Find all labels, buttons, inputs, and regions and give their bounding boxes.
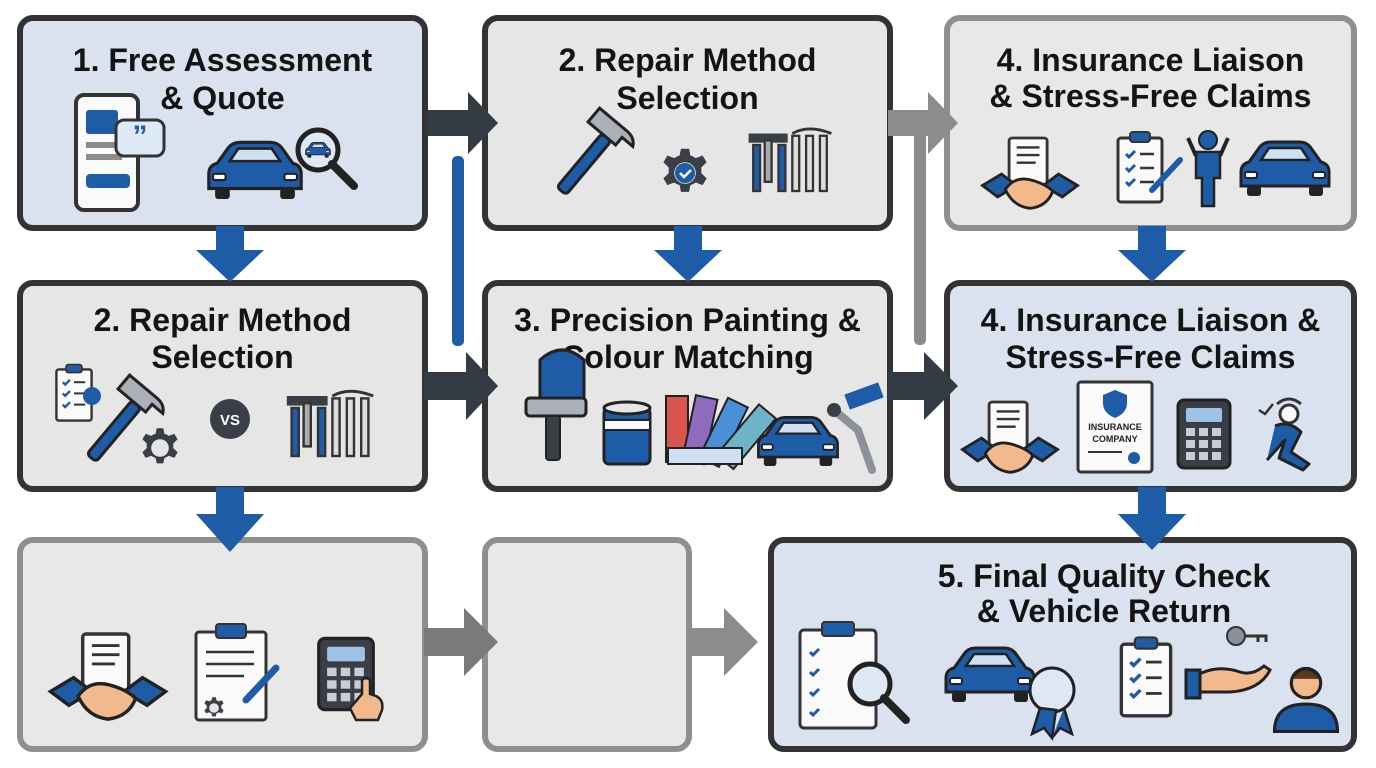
step-4-top-title: 4. Insurance Liaison [996,42,1305,78]
step-3-title: 3. Precision Painting & [514,302,861,338]
connector-grey-vertical [914,130,926,345]
insurance-certificate-icon: INSURANCE COMPANY [1076,380,1154,474]
arrow-bottom-left-to-middle [424,608,498,676]
tools-set-icon [747,127,833,193]
arrow-middle-to-step-5 [688,608,758,676]
calculator-hand-icon [317,636,384,722]
arrow-1-down [196,226,264,282]
person-icon [1272,666,1340,733]
step-1-title: 1. Free Assessment [72,42,373,78]
step-3-subtitle: Colour Matching [561,339,814,375]
connector-blue-vertical [452,156,464,346]
arrow-4-top-down [1118,226,1186,282]
clipboard-pen-icon [1116,130,1183,204]
step-4-right-title: 4. Insurance Liaison & [980,302,1321,338]
arrow-2-top-down [654,226,722,282]
arrow-2-to-3-right [424,352,498,420]
step-5-subtitle: & Vehicle Return [976,593,1232,629]
smartphone-chat-icon: ” [74,93,166,212]
car-magnifier-icon [207,130,354,201]
insurance-label-line1: INSURANCE [1088,422,1142,432]
step-4-right-subtitle: Stress-Free Claims [1005,339,1296,375]
handshake-document-icon [981,136,1079,210]
paint-can-icon [602,400,652,466]
step-2-left-title: 2. Repair Method [93,302,352,338]
handshake-document-icon [48,632,168,721]
step-1-subtitle: & Quote [160,80,285,116]
gear-icon [142,428,178,464]
checklist-icon [55,363,101,422]
step-5-title: 5. Final Quality Check [937,558,1271,594]
hammer-icon [555,106,640,197]
vs-label: VS [220,412,240,429]
contract-pen-icon [194,623,280,722]
relaxed-person-icon [1257,397,1311,472]
arrow-4-right-down [1118,487,1186,550]
step-2-top-subtitle: Selection [616,80,759,116]
clipboard-magnifier-icon [798,621,906,730]
step-2-top-title: 2. Repair Method [558,42,817,78]
car-award-icon [944,646,1076,742]
vs-badge-icon: VS [210,399,250,439]
relaxed-person-icon [1186,130,1230,208]
bottom-middle-empty-box [482,537,692,752]
step-2-left-subtitle: Selection [151,339,294,375]
arrow-1-to-2-right [428,92,498,154]
step-4-top-subtitle: & Stress-Free Claims [989,78,1312,114]
handshake-document-icon [961,400,1059,474]
car-icon [1239,140,1331,198]
spray-gun-icon [524,348,588,461]
arrow-3-to-4-right [888,352,958,420]
calculator-icon [1176,398,1232,470]
tools-set-icon [285,389,375,458]
gear-check-icon [663,148,707,192]
svg-text:”: ” [133,120,148,153]
car-robot-arm-icon [757,382,884,474]
colour-swatch-icon [665,393,778,471]
insurance-label-line2: COMPANY [1092,434,1137,444]
keys-hand-icon [1184,625,1272,700]
arrow-2-left-down [196,487,264,552]
checklist-icon [1119,635,1173,718]
